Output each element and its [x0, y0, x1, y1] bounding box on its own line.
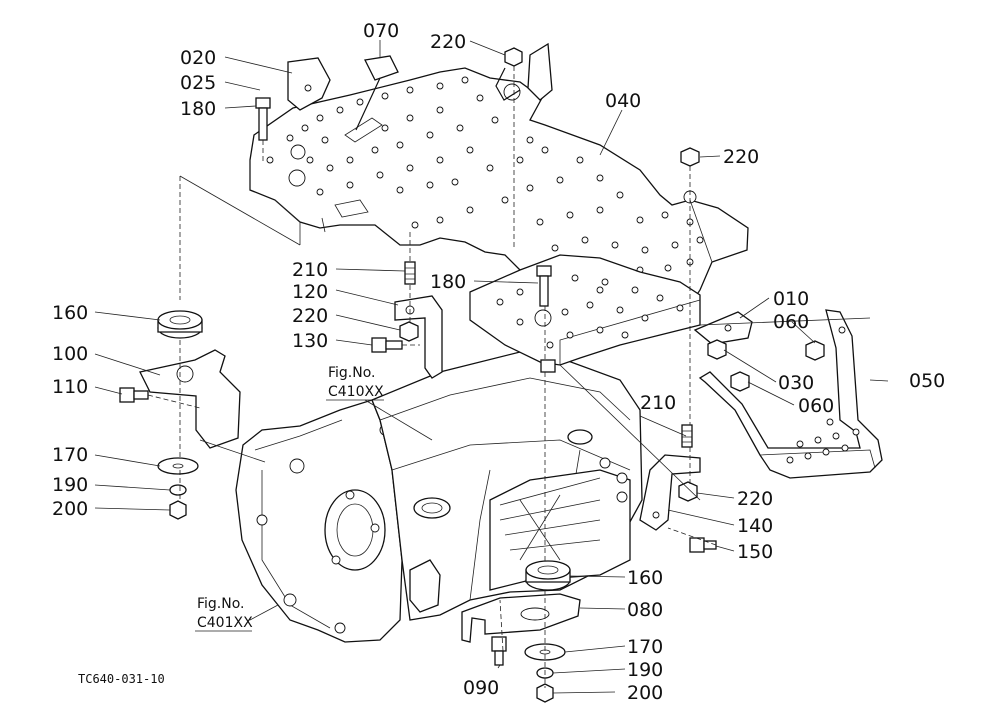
part-label-200: 200	[52, 498, 88, 520]
part-label-180: 180	[430, 271, 466, 293]
part-label-220: 220	[723, 146, 759, 168]
part-label-140: 140	[737, 515, 773, 537]
bracket-080	[461, 593, 581, 643]
part-label-200: 200	[627, 682, 663, 704]
part-label-210: 210	[292, 259, 328, 281]
transmission-housing	[235, 351, 643, 643]
bolt-060-a	[805, 340, 825, 361]
leader-lines	[94, 40, 889, 694]
bolt-090	[491, 636, 507, 666]
bolt-030	[707, 339, 727, 360]
nut-200-a	[169, 500, 187, 520]
fig-ref-c401xx-line2: C401XX	[197, 615, 253, 631]
part-label-040: 040	[605, 90, 641, 112]
nut-200-b	[536, 683, 554, 703]
assembly-lines	[147, 66, 871, 688]
bracket-010	[693, 311, 753, 345]
knob-070	[355, 55, 399, 131]
rubber-mount-160-a	[157, 310, 203, 339]
bolt-150	[689, 537, 717, 553]
part-label-010: 010	[773, 288, 809, 310]
stud-210-a	[404, 261, 416, 285]
part-label-060: 060	[798, 395, 834, 417]
fig-ref-c410xx-line2: C410XX	[328, 384, 384, 400]
part-label-090: 090	[463, 677, 499, 699]
nut-220-right	[680, 147, 700, 167]
part-label-020: 020	[180, 47, 216, 69]
fig-ref-c410xx-line1: Fig.No.	[328, 365, 376, 381]
rubber-mount-160-b	[525, 560, 571, 591]
part-label-190: 190	[627, 659, 663, 681]
bracket-020	[287, 57, 331, 111]
part-label-220: 220	[430, 31, 466, 53]
bolt-130	[371, 337, 403, 353]
part-label-070: 070	[363, 20, 399, 42]
part-label-100: 100	[52, 343, 88, 365]
part-label-060: 060	[773, 311, 809, 333]
part-label-160: 160	[52, 302, 88, 324]
part-label-170: 170	[52, 444, 88, 466]
part-label-220: 220	[737, 488, 773, 510]
part-label-150: 150	[737, 541, 773, 563]
part-label-030: 030	[778, 372, 814, 394]
stud-210-b	[681, 424, 693, 448]
part-label-025: 025	[180, 72, 216, 94]
part-labels: 020 025 180 070 220 040 220 210 120 220 …	[52, 20, 945, 704]
part-label-220: 220	[292, 305, 328, 327]
bolt-060-b	[730, 371, 750, 392]
bracket-100	[139, 349, 241, 449]
bracket-140	[639, 454, 701, 531]
part-label-190: 190	[52, 474, 88, 496]
bolt-110	[119, 387, 149, 403]
lock-washer-190-a	[169, 484, 187, 496]
bolt-180-mid	[536, 265, 552, 307]
part-label-160: 160	[627, 567, 663, 589]
part-label-050: 050	[909, 370, 945, 392]
document-code: TC640-031-10	[78, 672, 165, 686]
part-label-110: 110	[52, 376, 88, 398]
part-label-210: 210	[640, 392, 676, 414]
part-label-130: 130	[292, 330, 328, 352]
nut-220-top	[495, 42, 553, 101]
part-label-170: 170	[627, 636, 663, 658]
step-050	[698, 309, 883, 479]
fig-ref-c401xx-line1: Fig.No.	[197, 596, 245, 612]
washer-170-a	[157, 457, 199, 475]
part-label-080: 080	[627, 599, 663, 621]
step-plate-left	[249, 67, 749, 306]
nut-220-mid	[399, 321, 419, 342]
nut-220-d	[678, 481, 698, 502]
figure-references: Fig.No. C410XX Fig.No. C401XX	[195, 365, 384, 632]
part-label-180: 180	[180, 98, 216, 120]
part-label-120: 120	[292, 281, 328, 303]
